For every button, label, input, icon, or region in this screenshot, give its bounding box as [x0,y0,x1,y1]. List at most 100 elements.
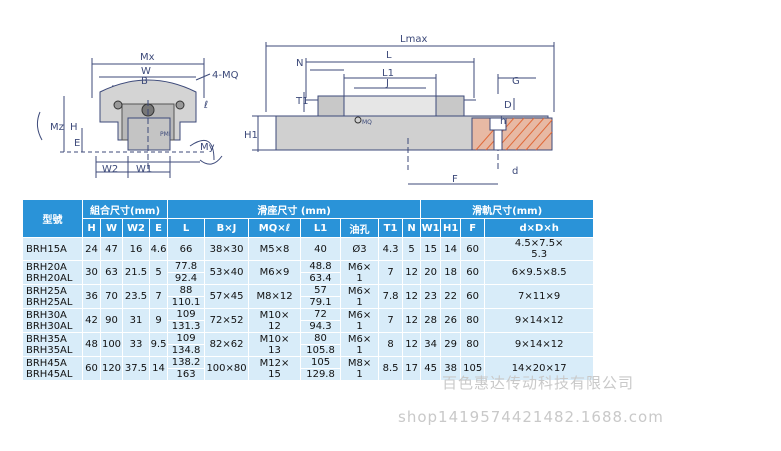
cell-h: 60 [82,356,101,381]
cell-ddh-line: 7×11×9 [518,291,561,302]
label-h-small: h [500,116,506,127]
label-w: W [141,66,151,77]
label-t1: T1 [295,96,308,107]
cell-mq-line: M12× [259,357,290,369]
cell-l1-line: 94.3 [309,321,332,332]
cell-l-line: 163 [176,369,196,380]
cell-h1: 38 [440,356,462,381]
column-header: W2 [122,218,150,238]
column-header: W1 [420,218,442,238]
label-d-large: D [504,100,512,111]
cell-f: 60 [460,284,486,309]
cell-bj: 38×30 [204,237,250,261]
cell-n: 12 [402,260,422,285]
cell-oil-line: M6× [347,309,372,321]
right-view-labels: Lmax L N L1 J G T1 H1 D h F d MQ [244,34,520,185]
cell-e: 14 [148,356,169,381]
cell-h1: 26 [440,308,462,333]
cell-w1: 15 [420,237,442,261]
column-header: L [167,218,206,238]
header-model: 型號 [22,199,83,238]
cell-l1-line: 129.8 [306,369,335,380]
cell-w: 120 [100,356,123,381]
cell-mq-line: M10× [259,309,290,321]
cell-l1-line: 79.1 [309,297,332,308]
cell-w2: 21.5 [122,260,150,285]
cell-mq-line: 12 [268,320,281,332]
technical-drawing: Mx W B 4-MQ Mz H E ℓ W2 W1 My PMI [36,34,555,185]
cell-t1: 4.3 [378,237,404,261]
column-header: W [100,218,123,238]
cell-oil-line: M8× [347,357,372,369]
cell-ddh: 9×14×12 [484,308,595,333]
cell-t1: 8 [378,332,404,357]
cell-e: 4.6 [148,237,169,261]
cell-h1: 29 [440,332,462,357]
cell-l1-line: 72 [301,310,340,321]
cell-oil: M6×1 [340,332,380,357]
header-rail: 滑軌尺寸(mm) [420,199,595,219]
label-b: B [141,76,148,87]
cell-ddh-line: 5.3 [531,249,548,260]
cell-ddh-line: 9×14×12 [514,339,564,350]
cell-oil-line: 1 [356,296,363,308]
cell-n: 17 [402,356,422,381]
column-header: F [460,218,486,238]
cell-model-line: BRH15A [26,243,67,255]
column-header: N [402,218,422,238]
cell-model-line: BRH45A [26,357,67,369]
column-header: d×D×h [484,218,595,238]
cell-w1: 34 [420,332,442,357]
watermark-url: shop1419574421482.1688.com [398,408,664,426]
label-l: L [386,50,392,61]
column-header: 油孔 [340,218,380,238]
cell-t1: 7 [378,260,404,285]
cell-mq: M8×12 [248,284,302,309]
label-mz: Mz [50,122,64,133]
cell-model-line: BRH30A [26,309,67,321]
label-w2: W2 [102,164,118,175]
label-n: N [296,58,303,69]
cell-oil-line: 1 [356,320,363,332]
cell-l1-line: 57 [301,286,340,297]
cell-h1: 18 [440,260,462,285]
label-g: G [512,76,520,87]
cell-model-line: BRH20AL [26,272,73,284]
cell-h1: 22 [440,284,462,309]
cell-f: 105 [460,356,486,381]
cell-w2: 23.5 [122,284,150,309]
cell-mq: M10×13 [248,332,302,357]
cell-bj: 100×80 [204,356,250,381]
cell-e: 5 [148,260,169,285]
cell-ddh-line: 14×20×17 [511,363,567,374]
cell-bj: 72×52 [204,308,250,333]
cell-f: 80 [460,332,486,357]
cell-model-line: BRH35AL [26,344,73,356]
column-header: H1 [440,218,462,238]
cell-oil: M6×1 [340,284,380,309]
cell-ddh-line: 6×9.5×8.5 [511,267,567,278]
cell-w2: 33 [122,332,150,357]
cell-bj: 53×40 [204,260,250,285]
cell-mq: M6×9 [248,260,302,285]
cell-mq: M12×15 [248,356,302,381]
cell-mq-line: M10× [259,333,290,345]
cell-model-line: BRH35A [26,333,67,345]
cell-f: 80 [460,308,486,333]
column-header: T1 [378,218,404,238]
cell-h: 48 [82,332,101,357]
cell-mq-line: M8×12 [256,291,293,302]
cell-l1-line: 105.8 [306,345,335,356]
cell-h: 30 [82,260,101,285]
label-mx: Mx [140,52,155,63]
